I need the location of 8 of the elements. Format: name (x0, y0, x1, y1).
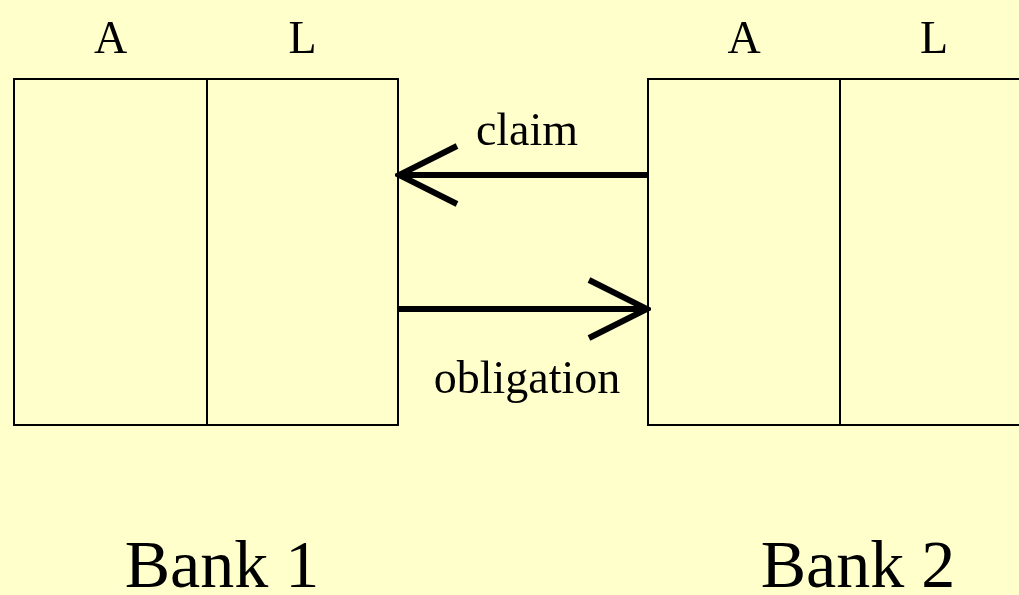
column-heading: A (726, 12, 762, 64)
bank-label: Bank 2 (760, 526, 956, 595)
column-heading: L (918, 12, 950, 64)
arrow (396, 143, 647, 207)
column-heading: L (287, 12, 318, 64)
column-heading: A (92, 12, 129, 64)
arrow (399, 277, 650, 341)
bank-label: Bank 1 (124, 526, 320, 595)
